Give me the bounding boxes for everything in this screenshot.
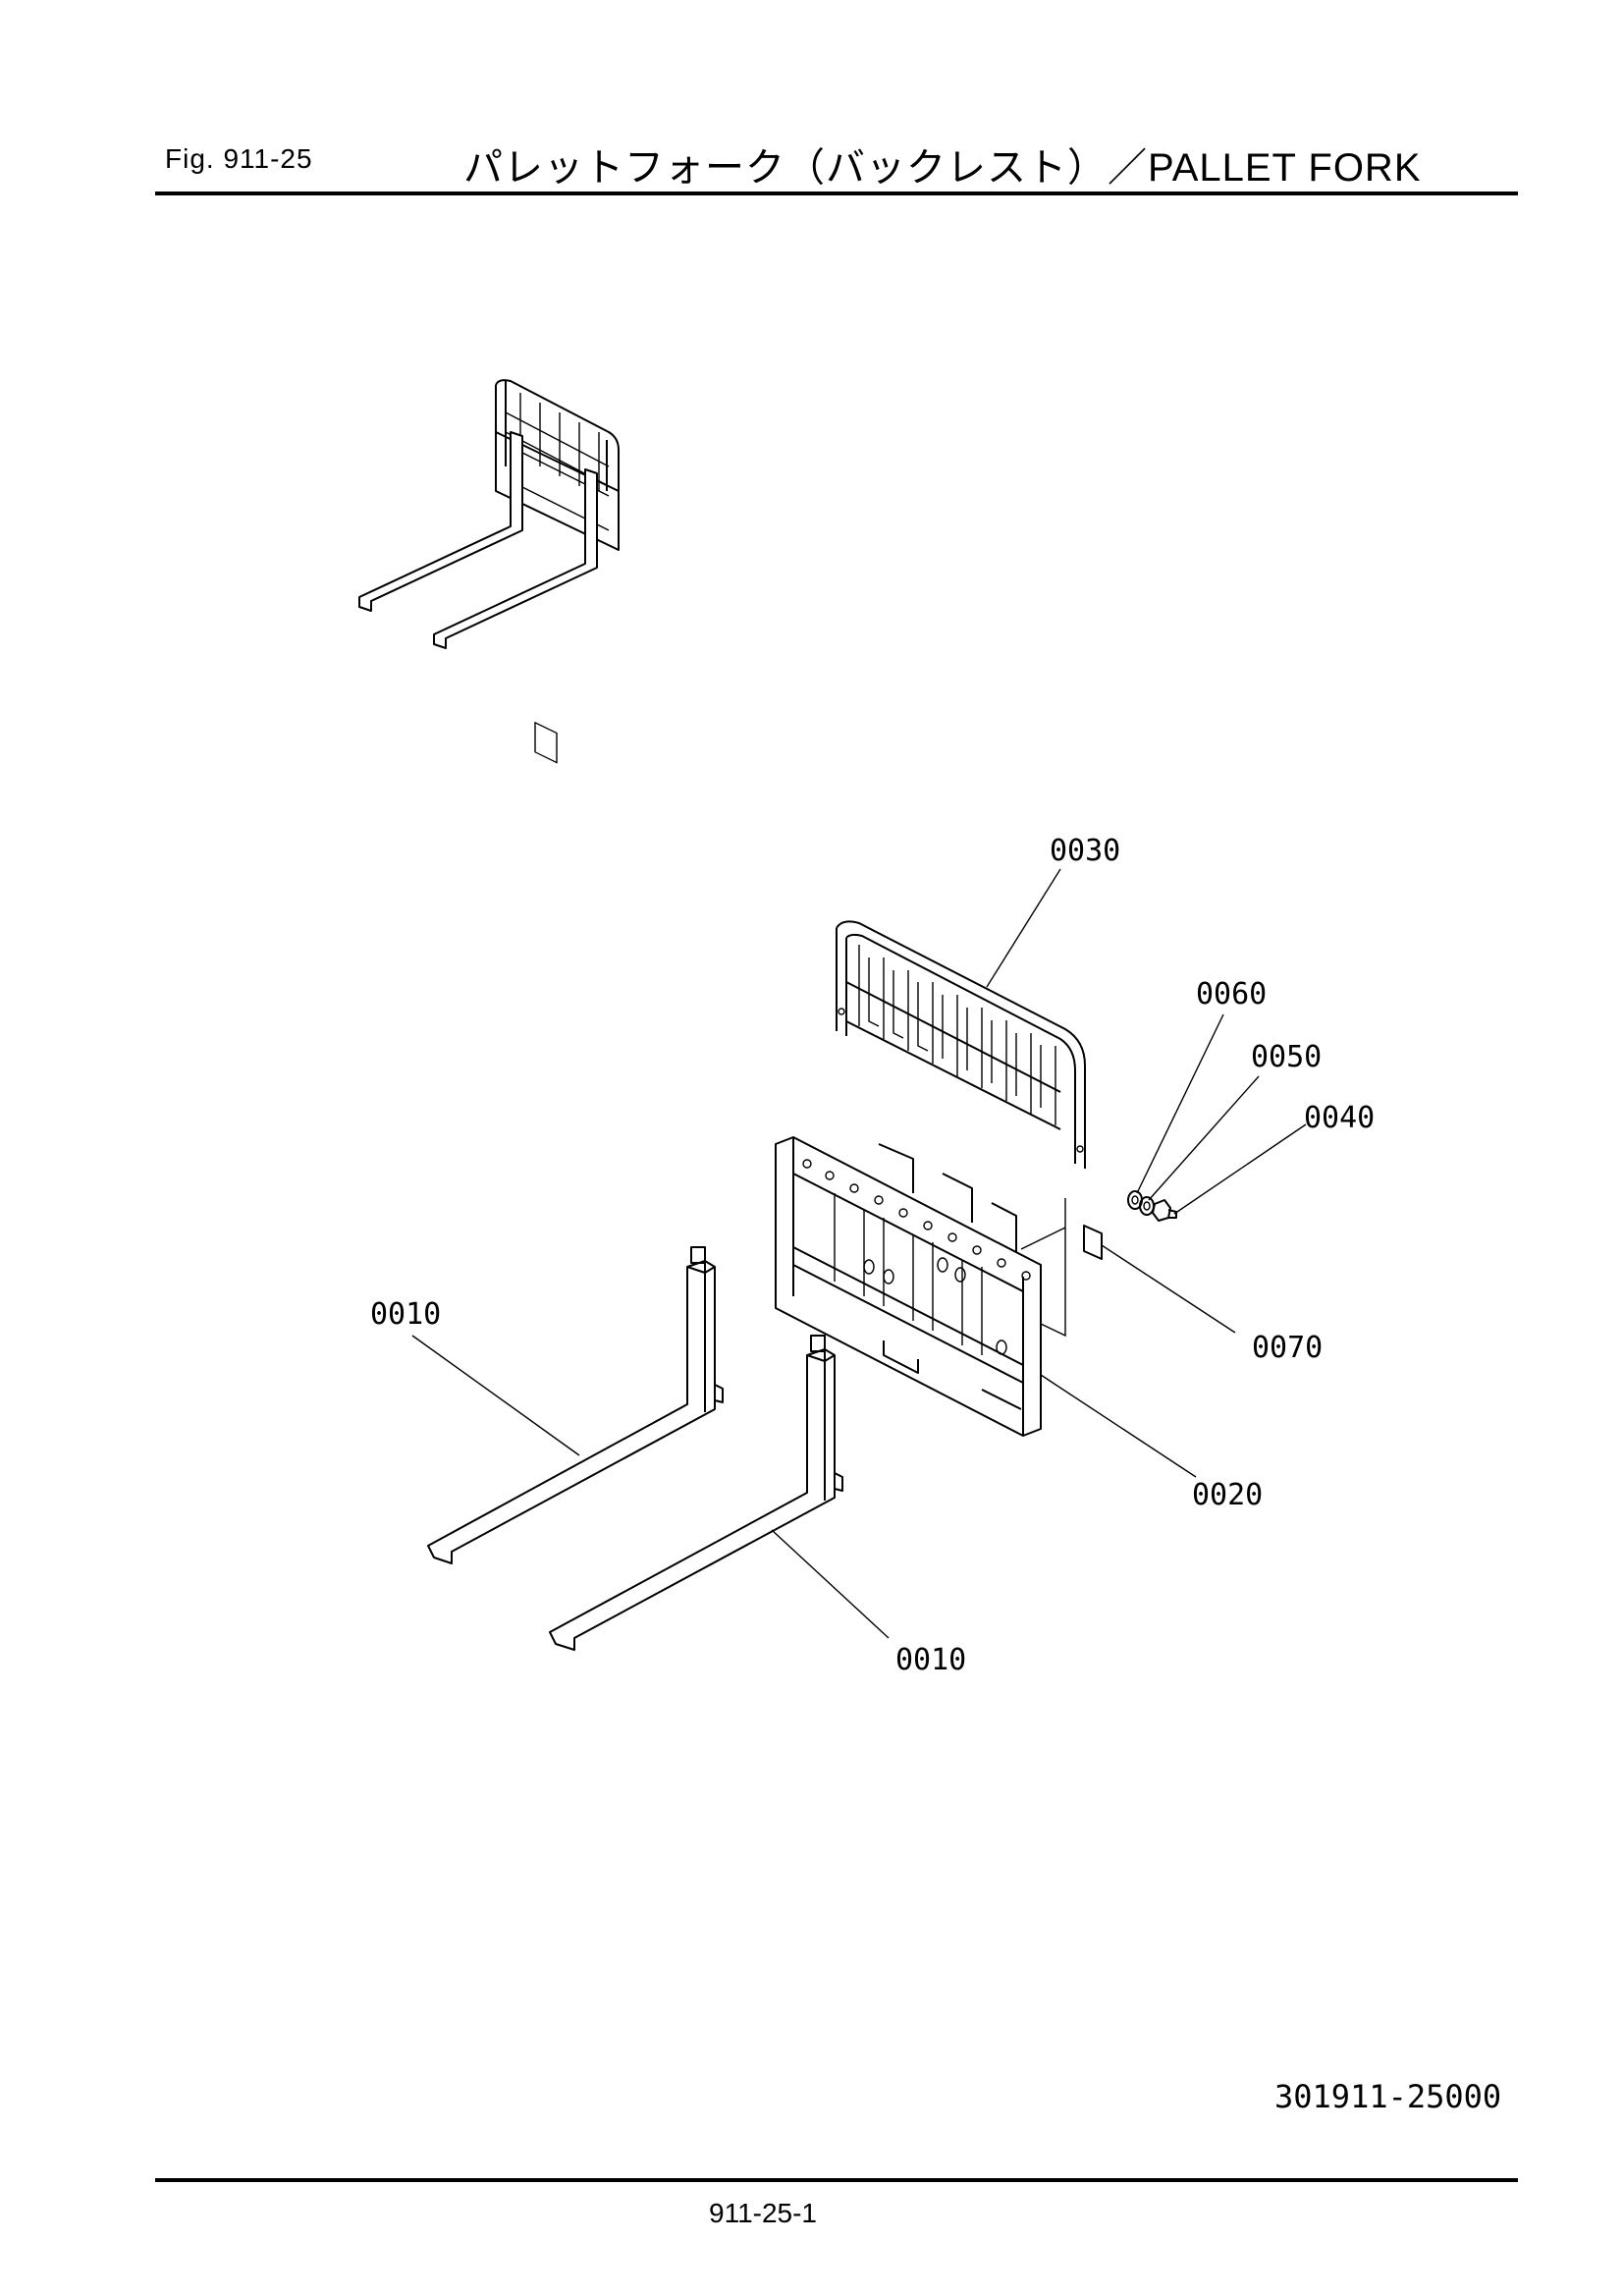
callout-0040: 0040 [1304,1101,1375,1135]
carriage-part [775,1136,1042,1437]
bolt-0040-part [1152,1199,1177,1222]
fork-right-part [549,1335,843,1651]
callout-0070: 0070 [1252,1331,1323,1365]
backrest-part [836,920,1086,1169]
washer-0050-part [1139,1196,1155,1216]
drawing-number: 301911-25000 [1274,2078,1502,2115]
callout-0010-left: 0010 [370,1297,441,1332]
footer-rule [155,2178,1518,2182]
leader-lines [411,868,1307,1639]
assembly-overview [358,379,620,764]
callout-0050: 0050 [1251,1040,1322,1074]
plate-0070-part [1083,1225,1103,1260]
callout-0010-right: 0010 [895,1643,966,1677]
figure-label: Fig. 911-25 [165,143,313,174]
page-number: 911-25-1 [709,2198,818,2228]
callout-0030: 0030 [1050,834,1120,868]
fork-left-part [427,1246,724,1564]
callout-0020: 0020 [1192,1478,1263,1512]
page-title: パレットフォーク（バックレスト）／PALLET FORK [463,146,1422,190]
header-rule [155,191,1518,195]
callout-0060: 0060 [1196,977,1267,1011]
